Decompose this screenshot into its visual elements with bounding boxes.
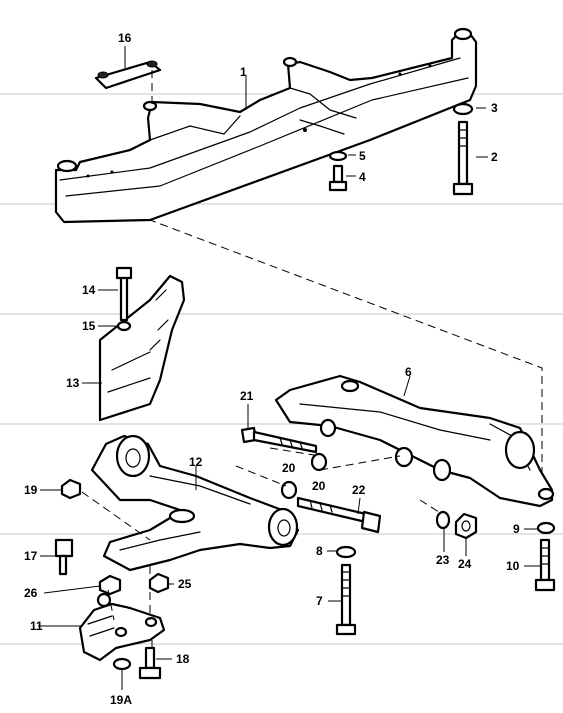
nut-26 — [98, 574, 122, 596]
washer-9 — [536, 521, 556, 535]
bolt-21 — [240, 426, 318, 454]
nut-24 — [454, 512, 478, 540]
rear-bracket — [274, 374, 555, 508]
callout-6: 6 — [405, 365, 412, 379]
callout-17: 17 — [24, 549, 38, 563]
callout-4: 4 — [359, 170, 366, 184]
callout-24: 24 — [458, 557, 472, 571]
mounting-plate — [94, 46, 162, 104]
washer-19a — [112, 657, 132, 671]
bolt-2 — [452, 102, 474, 196]
crossmember — [54, 27, 478, 224]
callout-3: 3 — [491, 101, 498, 115]
leader-lines — [38, 76, 541, 690]
callout-labels: 1 2 3 4 5 6 7 8 9 10 11 12 13 14 15 16 1… — [24, 31, 520, 707]
callout-23: 23 — [436, 553, 450, 567]
bolt-18 — [138, 646, 162, 680]
nut-25 — [148, 572, 170, 594]
shield-plate — [98, 266, 186, 422]
callout-12: 12 — [189, 455, 203, 469]
bolt-4 — [328, 150, 348, 192]
callout-19: 19 — [24, 483, 38, 497]
callout-25: 25 — [178, 577, 192, 591]
callout-2: 2 — [491, 150, 498, 164]
callout-20b: 20 — [312, 479, 326, 493]
callout-9: 9 — [513, 522, 520, 536]
callout-13: 13 — [66, 376, 80, 390]
callout-10: 10 — [506, 559, 520, 573]
callout-14: 14 — [82, 283, 96, 297]
callout-19a: 19A — [110, 693, 132, 707]
washer-23 — [435, 510, 451, 530]
callout-16: 16 — [118, 31, 132, 45]
callout-8: 8 — [316, 544, 323, 558]
callout-7: 7 — [316, 594, 323, 608]
callout-15: 15 — [82, 319, 96, 333]
ball-joint — [78, 592, 166, 662]
bolt-22 — [296, 496, 382, 534]
callout-22: 22 — [352, 483, 366, 497]
callout-11: 11 — [30, 619, 43, 633]
nut-19 — [60, 478, 82, 500]
pin-17 — [54, 538, 74, 576]
callout-5: 5 — [359, 149, 366, 163]
callout-18: 18 — [176, 652, 190, 666]
control-arm — [90, 434, 300, 572]
callout-20a: 20 — [282, 461, 296, 475]
callout-1: 1 — [240, 65, 247, 79]
bolt-10 — [534, 538, 556, 592]
assembly-lines — [81, 447, 443, 652]
callout-26: 26 — [24, 586, 38, 600]
washer-20b — [310, 452, 328, 472]
washer-8 — [335, 545, 357, 559]
washer-20a — [280, 480, 298, 500]
callout-21: 21 — [240, 389, 254, 403]
bolt-7 — [335, 563, 357, 636]
